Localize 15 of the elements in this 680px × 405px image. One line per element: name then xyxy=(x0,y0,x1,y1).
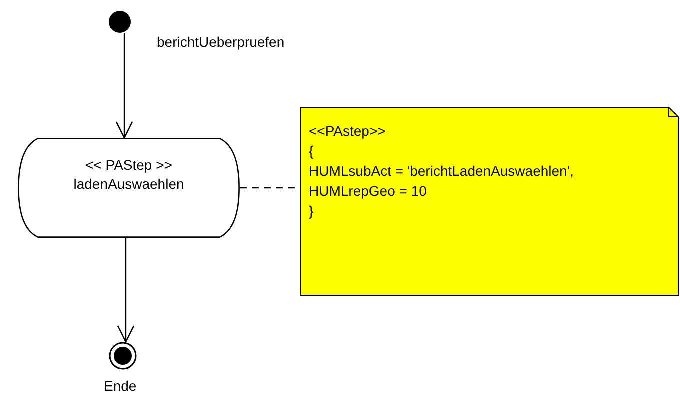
note-text: HUMLsubAct = 'berichtLadenAuswaehlen', xyxy=(309,162,575,181)
node-label: ladenAuswaehlen xyxy=(74,175,184,194)
initial-node xyxy=(109,11,131,33)
note-text: { xyxy=(309,142,315,161)
note-text: HUMLrepGeo = 10 xyxy=(309,182,428,201)
node-caption: berichtUeberpruefen xyxy=(157,34,285,50)
final-node xyxy=(109,342,137,370)
arrow xyxy=(116,33,134,139)
note-box xyxy=(300,107,679,296)
arrow xyxy=(117,238,135,343)
action-node xyxy=(18,138,240,238)
note-text: <<PAstep>> xyxy=(309,122,387,141)
node-caption: Ende xyxy=(104,378,137,394)
stereotype-label: << PAStep >> xyxy=(86,156,172,175)
note-text: } xyxy=(309,202,315,221)
